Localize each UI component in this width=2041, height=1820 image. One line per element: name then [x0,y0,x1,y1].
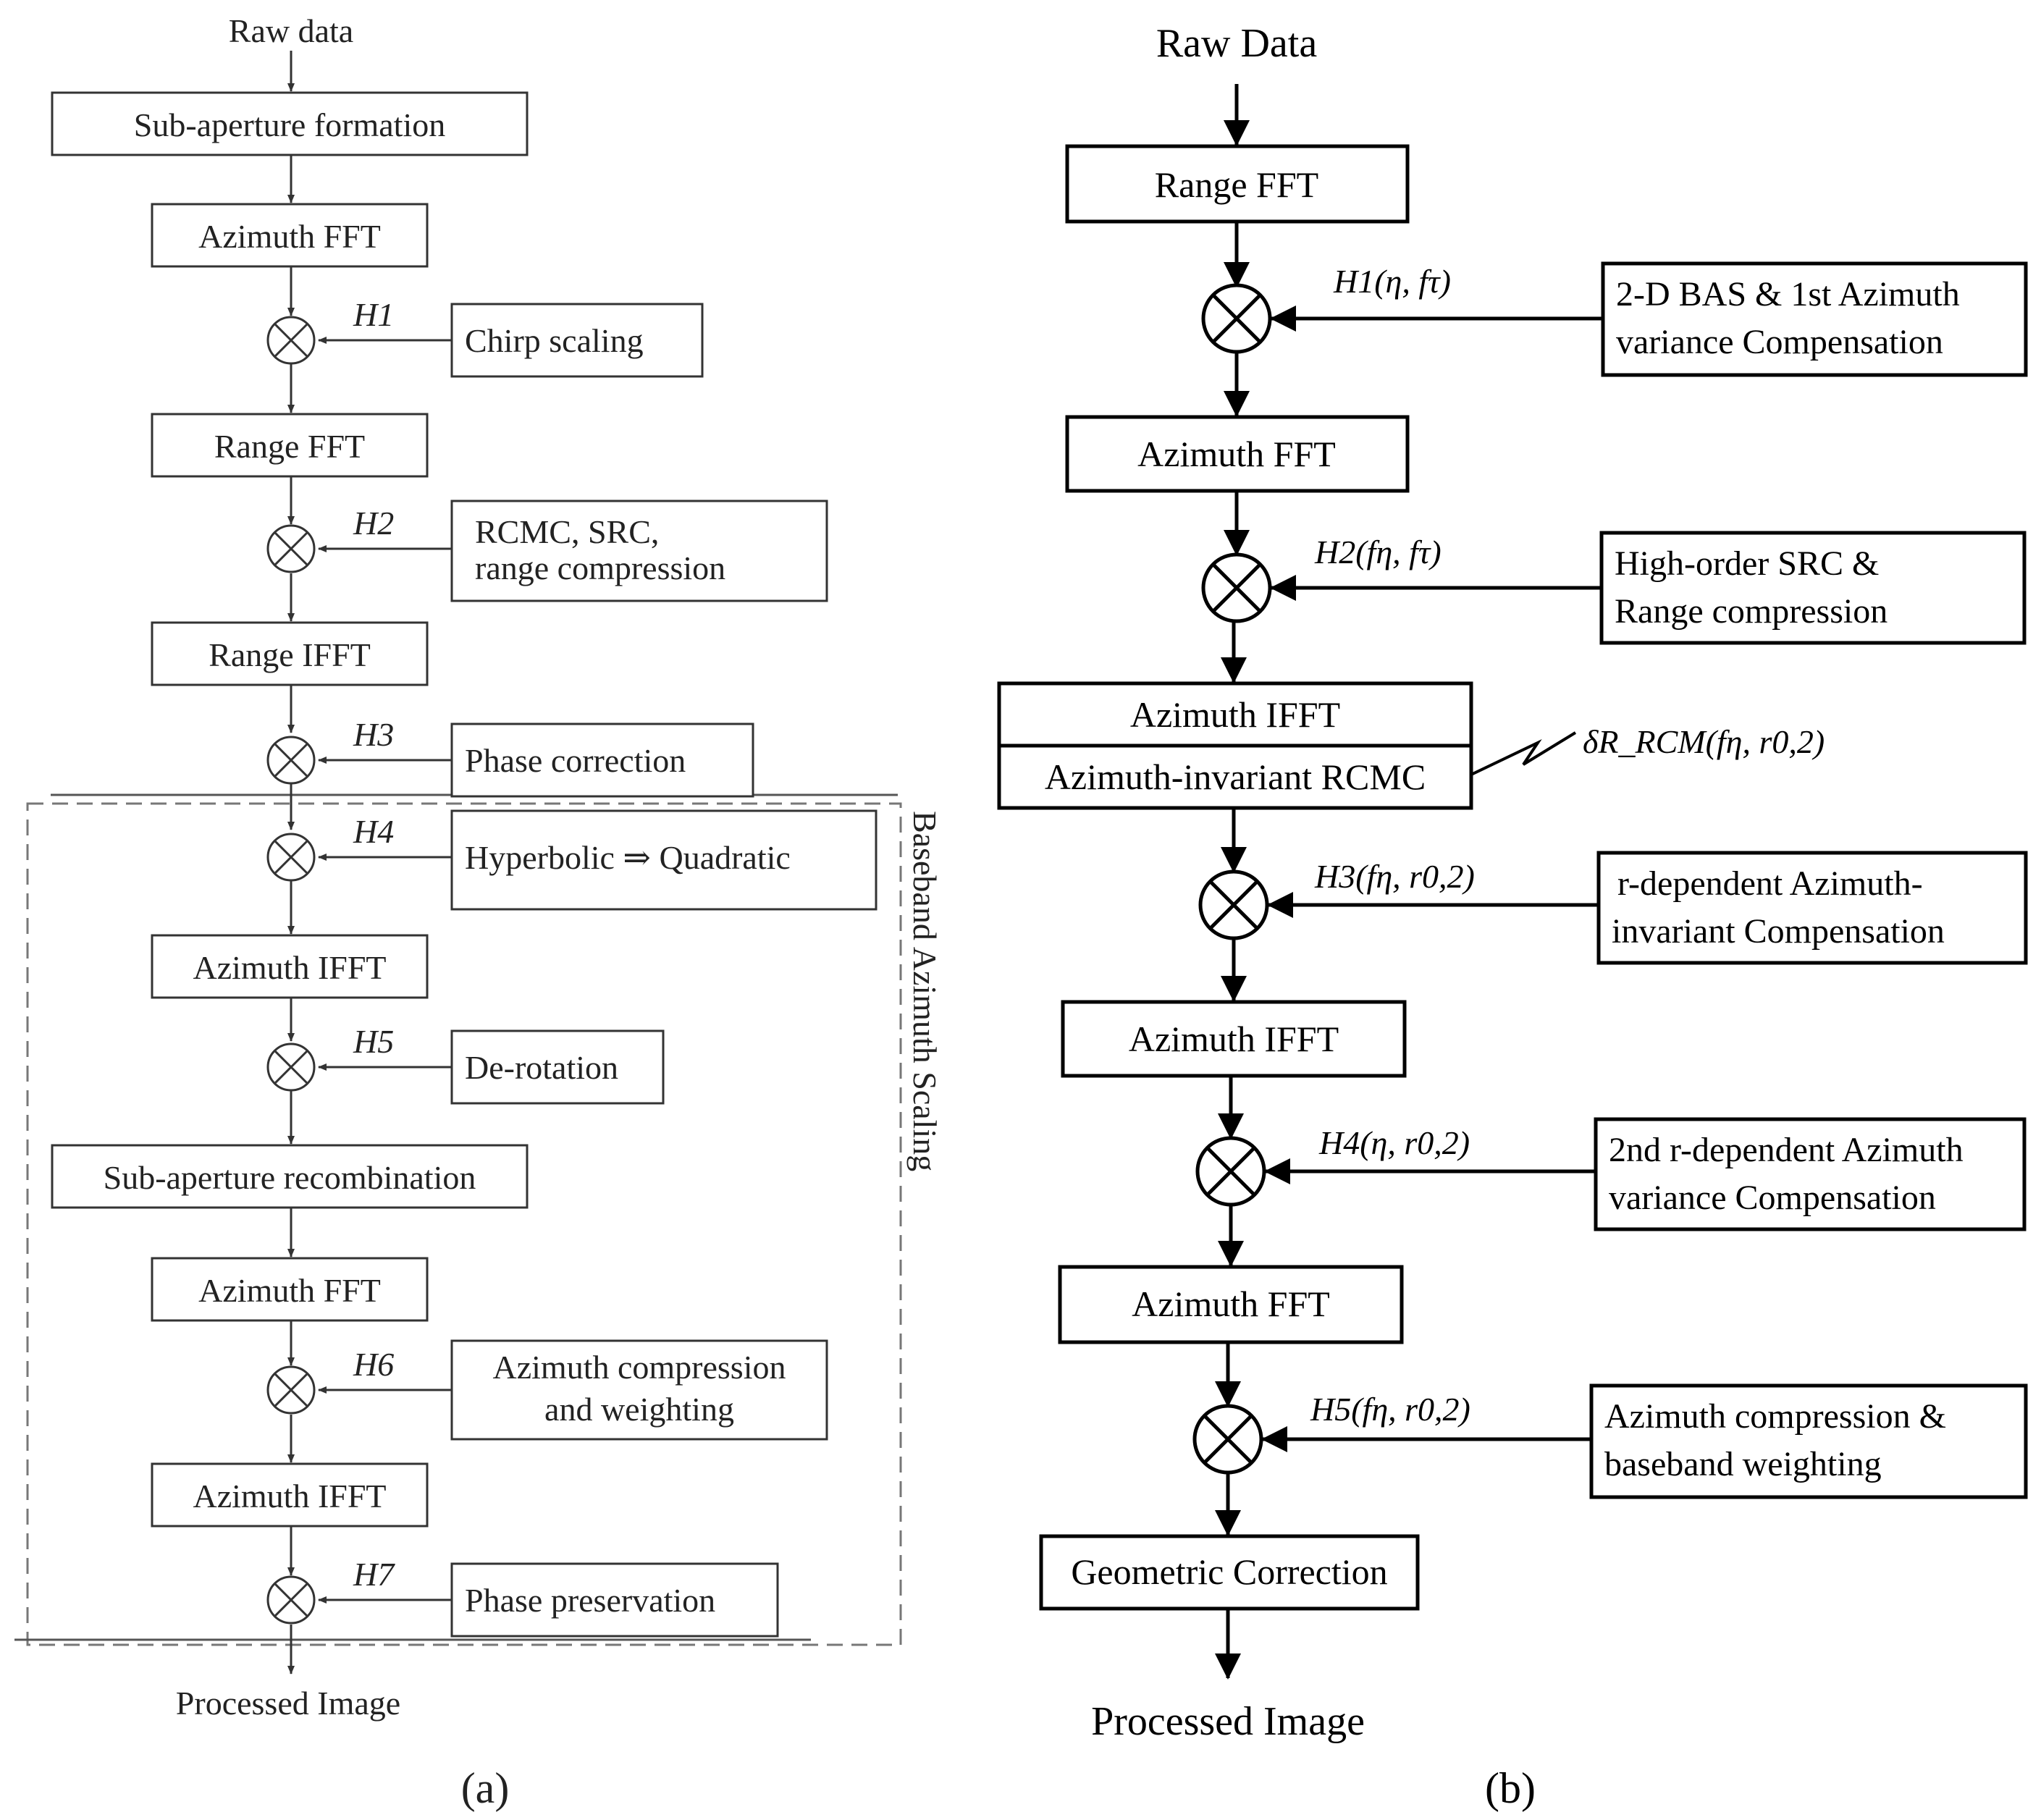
b-side-label: 2nd r-dependent Azimuth [1609,1131,1964,1169]
b-caption: (b) [1485,1764,1536,1812]
b-multiplier-4 [1195,1136,1266,1207]
a-box-label: Azimuth FFT [198,218,381,255]
b-rcm-note: δR_RCM(fη, r0,2) [1583,723,1825,760]
a-side-box-de-rotation [450,1029,665,1105]
a-box-range-fft [151,413,429,478]
a-side-label: Phase preservation [465,1582,715,1619]
a-multiplier-6 [266,1365,316,1415]
a-multiplier-7 [266,1575,316,1625]
a-box-label: Range IFFT [209,636,371,673]
a-multiplier-2 [266,524,316,573]
a-h-label: H3 [353,716,394,753]
b-h-label: H4(η, r0,2) [1318,1124,1470,1161]
b-box-label: Azimuth IFFT [1130,694,1340,735]
b-side-box-r-dependent [1596,851,2028,965]
a-multiplier-5 [266,1042,316,1092]
a-region-label: Baseband Azimuth Scaling [906,811,943,1171]
b-box-azimuth-fft-2 [1058,1265,1404,1344]
b-h-label: H2(fη, fτ) [1314,534,1442,570]
a-side-label: RCMC, SRC, [475,513,659,550]
b-side-label: invariant Compensation [1612,912,1945,951]
b-multiplier-5 [1192,1404,1263,1475]
a-side-box-rcmc [450,500,828,602]
b-box-range-fft [1065,144,1410,224]
b-rcm-zigzag [1470,731,1577,776]
a-box-azimuth-ifft-1 [151,934,429,999]
a-box-label: Range FFT [214,428,365,465]
b-side-label: Azimuth compression & [1604,1397,1946,1436]
a-side-box-phase-preservation [450,1562,779,1638]
a-side-box-chirp-scaling [450,303,704,378]
baseband-azimuth-scaling-region [26,802,902,1646]
a-box-azimuth-ifft-2 [151,1462,429,1528]
a-box-label: Sub-aperture recombination [104,1159,476,1196]
b-box-azimuth-ifft-2 [1061,1000,1407,1078]
a-side-label: Chirp scaling [465,322,644,359]
a-box-label: Azimuth IFFT [193,1478,386,1514]
b-h-label: H3(fη, r0,2) [1314,858,1475,895]
b-side-label: High-order SRC & [1615,544,1879,583]
a-h-label: H2 [353,505,394,542]
b-multiplier-1 [1201,283,1272,354]
a-h-label: H4 [353,813,394,850]
a-h-label: H6 [353,1346,394,1383]
b-box-label: Azimuth FFT [1137,434,1336,474]
a-box-label: Azimuth FFT [198,1272,381,1309]
panel-b-text: Raw Data Range FFT Azimuth FFT Azimuth I… [1045,21,1964,1812]
b-side-label: 2-D BAS & 1st Azimuth [1616,275,1960,313]
b-side-box-2nd-r-dependent [1594,1117,2027,1231]
b-box-label: Range FFT [1155,164,1318,205]
a-end-label: Processed Image [176,1685,400,1722]
b-side-box-azimuth-compression [1589,1383,2028,1499]
a-box-azimuth-fft-2 [151,1257,429,1322]
a-multiplier-3 [266,736,316,785]
a-box-azimuth-fft-1 [151,203,429,268]
a-box-sub-aperture-formation [51,91,529,156]
b-side-box-2d-bas [1601,261,2028,377]
b-side-label: baseband weighting [1604,1445,1882,1483]
b-box-label: Azimuth FFT [1132,1284,1330,1324]
a-caption: (a) [461,1764,510,1812]
a-box-label: Sub-aperture formation [134,106,445,143]
b-h-label: H1(η, fτ) [1333,263,1451,300]
b-box-label: Azimuth IFFT [1129,1019,1339,1059]
a-side-label: Phase correction [465,742,686,779]
panel-a-text: Raw data Sub-aperture formation Azimuth … [104,12,943,1812]
b-side-label: variance Compensation [1609,1179,1936,1217]
a-start-label: Raw data [229,12,353,49]
b-box-label: Geometric Correction [1071,1551,1387,1592]
a-box-label: Azimuth IFFT [193,949,386,986]
a-box-sub-aperture-recombination [51,1144,529,1209]
a-h-label: H1 [353,296,394,333]
b-box-azimuth-fft-1 [1065,415,1410,493]
panel-b [997,84,2028,1680]
b-box-geometric-correction [1039,1534,1420,1611]
b-h-label: H5(fη, r0,2) [1310,1391,1470,1428]
b-side-label: variance Compensation [1616,323,1943,361]
b-side-box-high-order-src [1599,531,2027,645]
a-side-label: Azimuth compression [493,1349,786,1386]
a-h-label: H7 [353,1556,395,1593]
b-multiplier-2 [1201,552,1272,623]
b-side-label: r-dependent Azimuth- [1617,864,1923,903]
a-side-box-phase-correction [450,722,754,798]
a-side-label: range compression [475,549,725,586]
a-side-box-hyperbolic [450,809,878,911]
panel-a [14,51,902,1674]
a-side-label: De-rotation [465,1049,618,1086]
b-multiplier-3 [1198,869,1269,940]
b-end-label: Processed Image [1091,1699,1365,1744]
b-box-label: Azimuth-invariant RCMC [1045,757,1426,797]
a-multiplier-4 [266,833,316,882]
a-side-label: Hyperbolic ⇒ Quadratic [465,839,791,876]
a-side-box-azimuth-compression [450,1339,828,1441]
a-side-label: and weighting [544,1391,734,1428]
b-start-label: Raw Data [1156,21,1318,66]
b-side-label: Range compression [1615,592,1888,631]
a-h-label: H5 [353,1023,394,1060]
a-box-range-ifft [151,621,429,686]
a-multiplier-1 [266,316,316,365]
